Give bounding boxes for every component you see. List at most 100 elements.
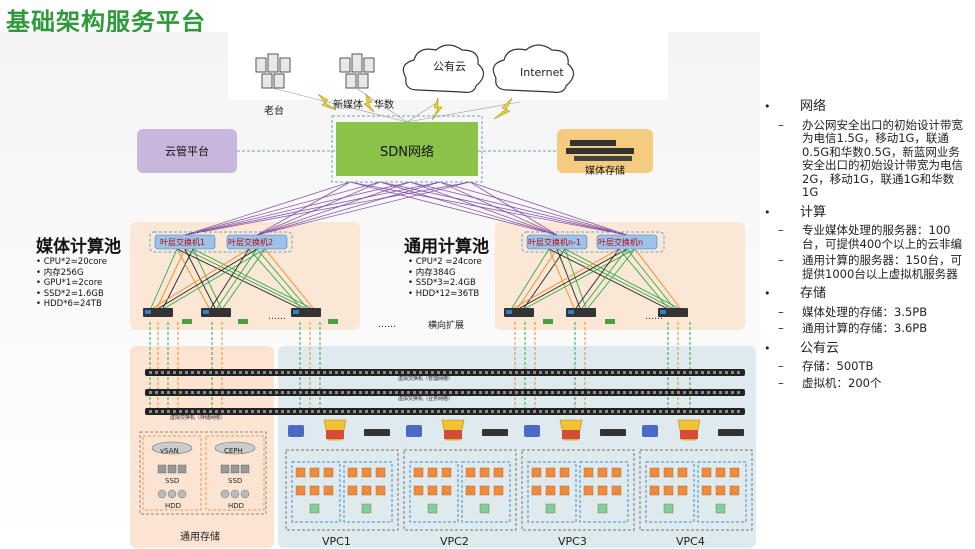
storage-array-icon: [566, 140, 634, 161]
vswitch-port: [305, 391, 308, 394]
leaf-frame: [149, 231, 293, 253]
sdn-leaf-line: [256, 181, 351, 236]
vswitch-port: [707, 391, 710, 394]
vm-icon: [295, 467, 306, 478]
vm-icon: [611, 467, 622, 478]
vswitch-port: [611, 371, 614, 374]
vswitch-port: [353, 391, 356, 394]
vswitch-port: [227, 391, 230, 394]
vswitch-port: [365, 410, 368, 413]
vswitch-port: [239, 410, 242, 413]
spec-item: CPU*2=20core: [36, 257, 107, 268]
vswitch-port: [257, 391, 260, 394]
cloud-mgmt-box: [137, 129, 237, 173]
page-title: 基础架构服务平台: [6, 8, 206, 36]
vswitch-port: [329, 391, 332, 394]
spec-item: HDD*6=24TB: [36, 299, 107, 310]
vswitch-port: [731, 410, 734, 413]
storage-area: [130, 346, 274, 548]
vswitch-port: [383, 410, 386, 413]
vswitch-port: [653, 391, 656, 394]
vswitch-port: [725, 391, 728, 394]
vswitch-port: [713, 410, 716, 413]
vswitch-port: [215, 391, 218, 394]
vswitch-port: [323, 410, 326, 413]
vswitch-port: [419, 410, 422, 413]
vswitch-port: [179, 410, 182, 413]
vm-icon: [493, 485, 504, 496]
ssd-icon: [230, 464, 240, 474]
leaf-server-line: [184, 248, 306, 309]
vswitch-port: [371, 371, 374, 374]
vswitch-port: [407, 371, 410, 374]
vswitch-port: [731, 391, 734, 394]
vswitch-port: [599, 391, 602, 394]
vswitch-port: [449, 371, 452, 374]
vswitch-port: [341, 410, 344, 413]
server-light: [568, 310, 574, 314]
leaf-server-line: [556, 248, 673, 309]
bullet-icon: •: [764, 287, 771, 300]
leaf-server-line: [248, 248, 302, 309]
storage-node-frame: [142, 435, 202, 511]
vswitch-port: [239, 371, 242, 374]
section-item-text: 专业媒体处理的服务器：100台，可提供400个以上的云非编: [802, 223, 962, 251]
vswitch-port: [719, 371, 722, 374]
server-vswitch-links: [149, 322, 691, 412]
vswitch-port: [233, 391, 236, 394]
vswitch-port: [707, 410, 710, 413]
vm-icon: [323, 467, 334, 478]
ssd-icon: [240, 464, 250, 474]
vswitch-port: [563, 410, 566, 413]
vswitch-port: [599, 371, 602, 374]
lightning-icon: [431, 97, 443, 121]
vswitch-port: [461, 371, 464, 374]
cloud-icon: [492, 44, 575, 93]
vswitch-port: [359, 410, 362, 413]
vswitch-port: [509, 410, 512, 413]
vswitch-port: [281, 410, 284, 413]
vm-icon: [427, 485, 438, 496]
vswitch-port: [311, 391, 314, 394]
vswitch-port: [467, 410, 470, 413]
vswitch-port: [557, 391, 560, 394]
vswitch-port: [191, 410, 194, 413]
vswitch-port: [347, 410, 350, 413]
vswitch-port: [269, 371, 272, 374]
vpc-area: [278, 346, 756, 548]
vswitch-port: [251, 391, 254, 394]
vswitch-port: [491, 391, 494, 394]
vswitch-port: [575, 410, 578, 413]
section-item-text: 通用计算的存储：3.6PB: [802, 321, 928, 335]
vm-icon: [715, 503, 726, 514]
vswitch-port: [653, 410, 656, 413]
dots-label: ……: [378, 320, 396, 330]
leaf-server-line: [192, 248, 312, 309]
vm-icon: [427, 503, 438, 514]
sdn-leaf-line: [256, 181, 411, 236]
vswitch-port: [671, 371, 674, 374]
vswitch-port: [641, 391, 644, 394]
vswitch-port: [173, 391, 176, 394]
leaf-server-line: [513, 248, 620, 309]
vswitch-port: [503, 391, 506, 394]
ssd-label: SSD: [228, 477, 243, 485]
vswitch-port: [149, 391, 152, 394]
vswitch-port: [443, 391, 446, 394]
vm-icon: [309, 503, 320, 514]
vm-icon: [663, 503, 674, 514]
vswitch-port: [551, 410, 554, 413]
internet-label: Internet: [520, 66, 564, 79]
vswitch-port: [203, 371, 206, 374]
vswitch-port: [449, 410, 452, 413]
leaf-server-line: [519, 248, 628, 309]
sdn-leaf-line: [469, 181, 628, 236]
leaf-server-links: [150, 248, 681, 309]
architecture-diagram: 老台 新媒体 华数 公有云 Internet SDN网络 云管平台 媒体存储 媒…: [0, 32, 760, 549]
vm-group-frame: [527, 461, 577, 523]
dash-icon: –: [778, 223, 784, 237]
vswitch-port: [485, 371, 488, 374]
leaf-server-line: [184, 248, 216, 309]
vswitch-port: [629, 371, 632, 374]
vswitch-port: [473, 391, 476, 394]
